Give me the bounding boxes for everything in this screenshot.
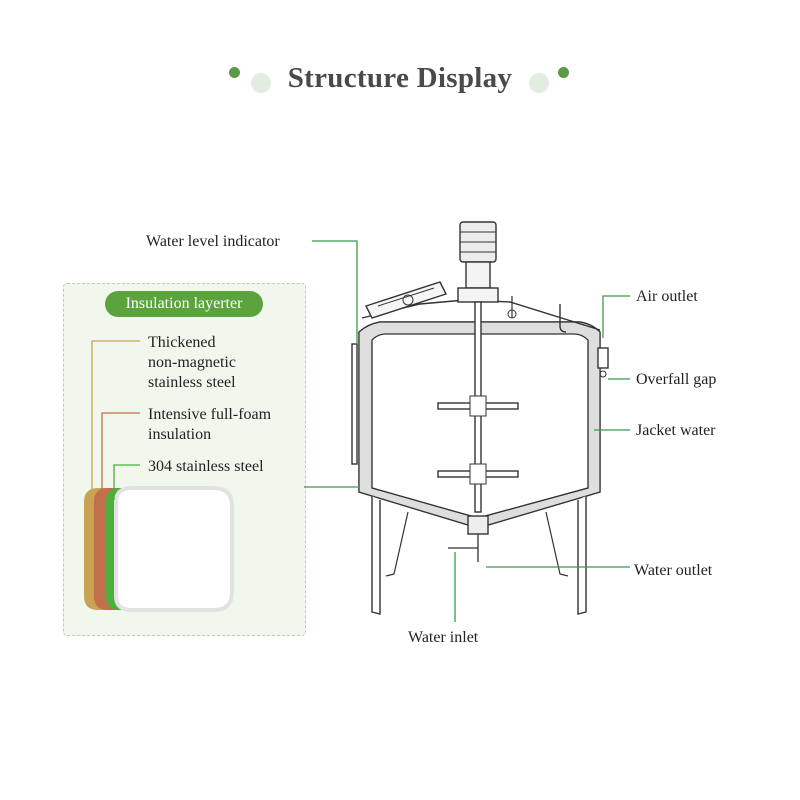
label-overfall-gap: Overfall gap: [636, 371, 717, 388]
label-air-outlet: Air outlet: [636, 288, 698, 305]
title-banner: Structure Display: [0, 58, 800, 108]
label-water-level-indicator: Water level indicator: [146, 233, 280, 250]
manhole: [365, 281, 447, 319]
leader-foam: [101, 412, 140, 500]
leader-air-outlet: [602, 295, 630, 338]
label-water-inlet: Water inlet: [408, 629, 479, 646]
layer-label-304: 304 stainless steel: [148, 457, 264, 477]
layer-label-foam: Intensive full-foam insulation: [148, 405, 271, 445]
reducer: [465, 261, 491, 289]
layer-label-line: stainless steel: [148, 374, 236, 391]
level-indicator: [351, 343, 358, 465]
leader-outer-steel: [91, 340, 140, 500]
layer-label-stainless-outer: Thickened non-magnetic stainless steel: [148, 333, 236, 393]
label-jacket-water: Jacket water: [636, 422, 716, 439]
insulation-heading: Insulation layerter: [105, 291, 263, 317]
tank-jacket: [358, 321, 601, 529]
layer-swatches: [84, 486, 234, 612]
swatch-inner: [114, 486, 234, 612]
decor-dot: [529, 73, 549, 93]
label-water-outlet: Water outlet: [634, 562, 713, 579]
leg-left-brace: [385, 511, 409, 577]
leader-water-level: [312, 240, 358, 344]
layer-label-line: 304 stainless steel: [148, 458, 264, 475]
page-title: Structure Display: [287, 62, 513, 94]
leg-right: [577, 496, 587, 615]
layer-label-line: non-magnetic: [148, 354, 236, 371]
vent-pipe: [559, 304, 567, 333]
leg-right-brace: [545, 511, 569, 577]
tank-leaders: [304, 240, 630, 622]
leg-left: [371, 496, 381, 615]
overfall-box: [597, 347, 609, 369]
decor-dot: [558, 67, 569, 78]
layer-label-line: Thickened: [148, 334, 216, 351]
decor-dot: [251, 73, 271, 93]
tank: [351, 221, 609, 615]
decor-dot: [229, 67, 240, 78]
leader-304: [113, 464, 140, 500]
layer-label-line: insulation: [148, 426, 212, 443]
bottom-valve: [467, 515, 489, 535]
layer-leaders: [91, 340, 140, 500]
motor-base: [457, 287, 499, 303]
layer-label-line: Intensive full-foam: [148, 406, 272, 423]
